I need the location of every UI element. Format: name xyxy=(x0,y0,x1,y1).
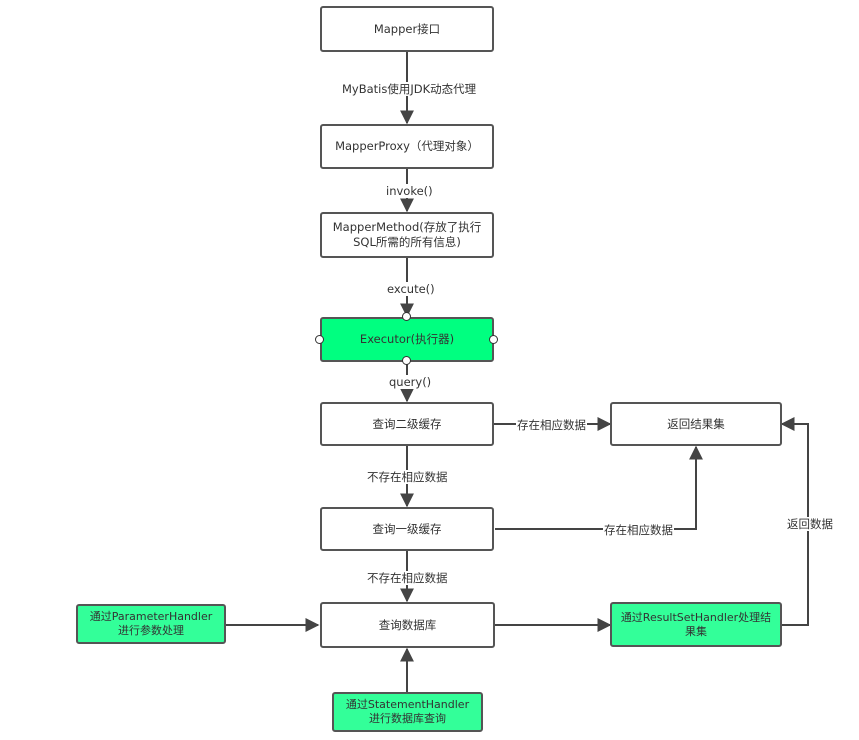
executor-handle-top[interactable] xyxy=(402,312,411,321)
query-first-cache-label: 查询一级缓存 xyxy=(372,521,442,536)
mapper-method-label-line2: SQL所需的所有信息) xyxy=(353,235,461,249)
edge-label-query: query() xyxy=(388,375,433,389)
executor-node[interactable]: Executor(执行器) xyxy=(320,317,494,362)
executor-handle-right[interactable] xyxy=(489,335,498,344)
edge-label-first-cache-miss: 不存在相应数据 xyxy=(366,571,449,585)
executor-handle-left[interactable] xyxy=(315,335,324,344)
return-result-label: 返回结果集 xyxy=(667,416,725,431)
edge-label-first-cache-hit: 存在相应数据 xyxy=(603,523,674,537)
mapper-proxy-label: MapperProxy（代理对象） xyxy=(335,139,479,153)
resultset-handler-node[interactable]: 通过ResultSetHandler处理结 果集 xyxy=(610,602,782,647)
edge-label-second-cache-miss: 不存在相应数据 xyxy=(366,470,449,484)
parameter-handler-node[interactable]: 通过ParameterHandler 进行参数处理 xyxy=(76,604,226,644)
query-second-cache-node[interactable]: 查询二级缓存 xyxy=(320,402,494,446)
edge-first-cache-to-result xyxy=(495,445,703,530)
resultset-handler-label-line2: 果集 xyxy=(685,624,707,638)
executor-label: Executor(执行器) xyxy=(359,332,455,346)
executor-handle-bottom[interactable] xyxy=(402,356,411,365)
edge-label-return-data: 返回数据 xyxy=(786,517,834,531)
edge-label-invoke: invoke() xyxy=(385,184,434,198)
mapper-interface-label: Mapper接口 xyxy=(373,21,441,36)
query-second-cache-label: 查询二级缓存 xyxy=(372,416,442,431)
mapper-method-node[interactable]: MapperMethod(存放了执行 SQL所需的所有信息) xyxy=(320,212,494,258)
query-database-label: 查询数据库 xyxy=(378,617,437,632)
query-database-node[interactable]: 查询数据库 xyxy=(320,602,495,648)
parameter-handler-label-line2: 进行参数处理 xyxy=(117,624,184,637)
statement-handler-label-line2: 进行数据库查询 xyxy=(368,712,446,725)
parameter-handler-label-line1: 通过ParameterHandler xyxy=(89,610,213,623)
mapper-method-label-line1: MapperMethod(存放了执行 xyxy=(332,220,482,234)
edge-label-excute: excute() xyxy=(386,282,436,296)
return-result-node[interactable]: 返回结果集 xyxy=(610,402,782,446)
resultset-handler-label-line1: 通过ResultSetHandler处理结 xyxy=(620,610,772,624)
edge-label-jdk-proxy: MyBatis使用JDK动态代理 xyxy=(341,82,478,96)
statement-handler-label-line1: 通过StatementHandler xyxy=(345,698,470,711)
mapper-proxy-node[interactable]: MapperProxy（代理对象） xyxy=(320,124,494,169)
query-first-cache-node[interactable]: 查询一级缓存 xyxy=(320,507,494,551)
mapper-interface-node[interactable]: Mapper接口 xyxy=(320,6,494,52)
statement-handler-node[interactable]: 通过StatementHandler 进行数据库查询 xyxy=(332,692,483,732)
edge-label-second-cache-hit: 存在相应数据 xyxy=(516,418,587,432)
